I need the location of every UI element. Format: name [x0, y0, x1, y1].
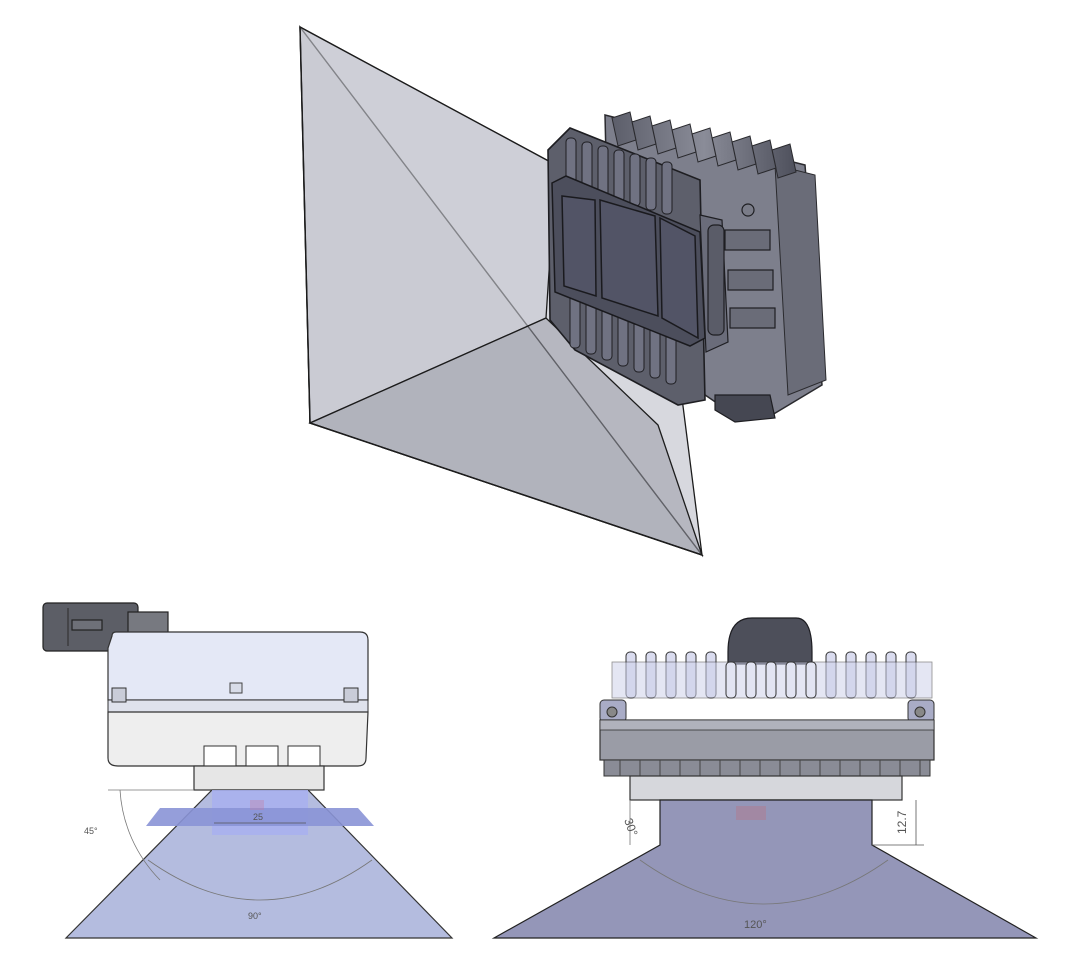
height-label: 12.7	[895, 810, 909, 834]
lens-mount	[193, 765, 325, 791]
full-angle-label: 90°	[248, 911, 262, 921]
base-block	[107, 711, 369, 767]
top-fins	[611, 111, 797, 179]
tilt-label: 30°	[621, 816, 640, 838]
beam-band	[146, 808, 374, 826]
right-side-view: 12.7 30° 120°	[491, 617, 1039, 939]
front-fins	[565, 137, 677, 385]
top-connector	[727, 617, 813, 665]
field-of-view-frustum	[299, 25, 704, 558]
housing-body	[107, 631, 369, 701]
full-angle-label: 120°	[744, 919, 767, 931]
side-connector	[699, 203, 776, 423]
isometric-view	[299, 25, 827, 558]
half-angle-label: 45°	[84, 826, 98, 836]
beam-cone	[491, 799, 1039, 939]
width-label: 25	[253, 812, 263, 822]
lens-mount	[629, 775, 903, 801]
lens-window	[551, 175, 706, 347]
sensor-housing	[547, 111, 827, 423]
left-side-view: 45° 90° 25	[42, 602, 454, 939]
